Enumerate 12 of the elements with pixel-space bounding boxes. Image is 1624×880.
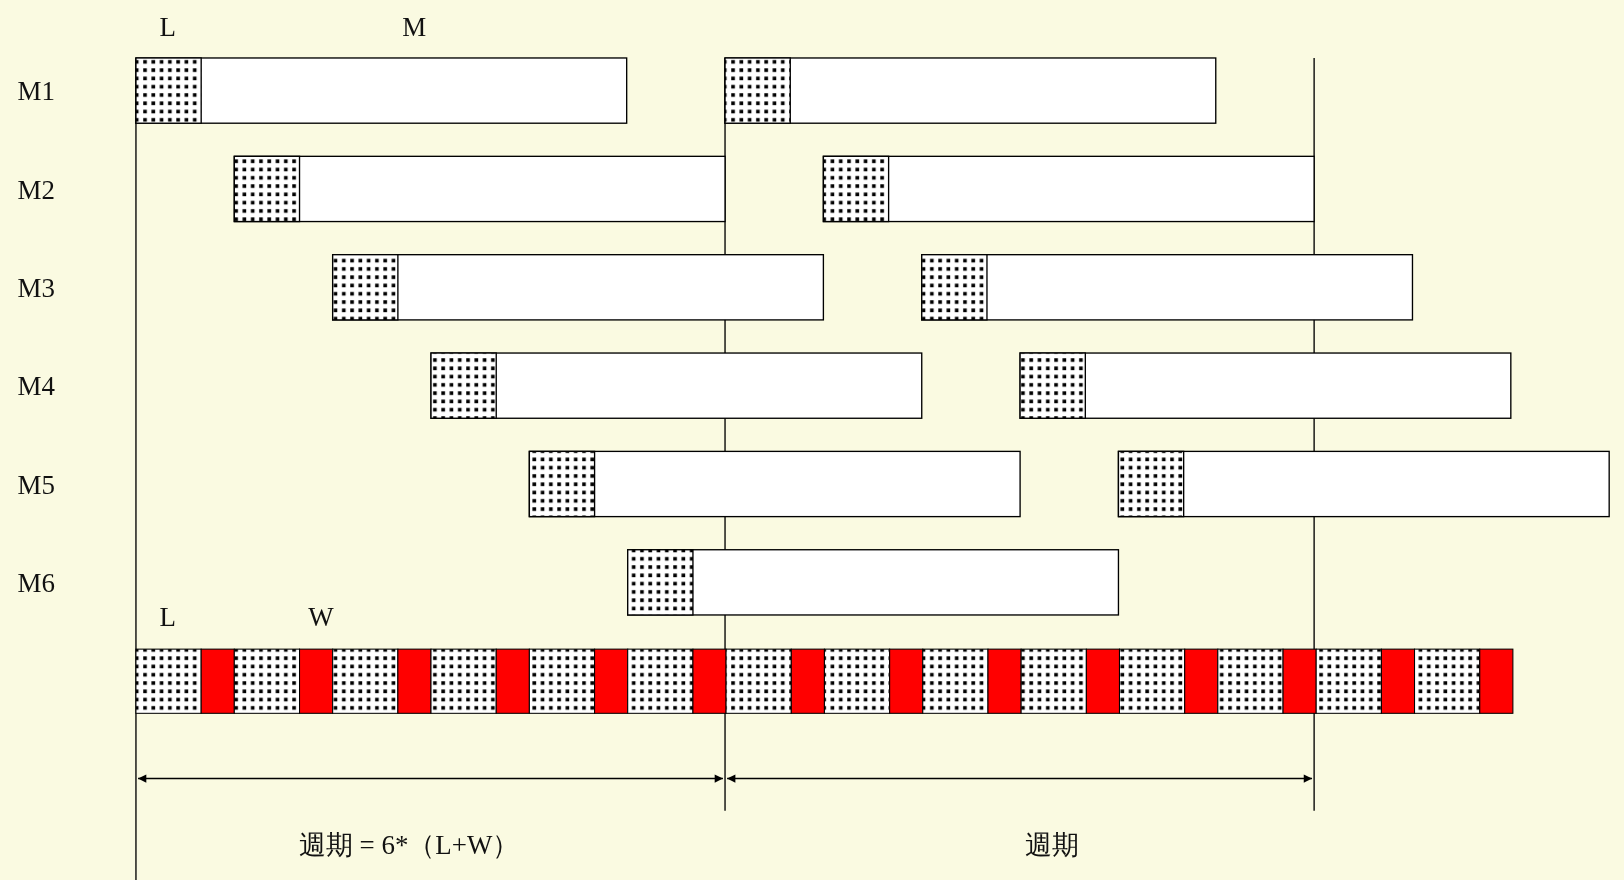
slot-label: W [308,603,334,631]
period-label: 週期 = 6*（L+W） [298,831,520,859]
period-label: 週期 [1025,831,1080,859]
row-label: M6 [17,569,55,597]
row-label: M4 [17,372,55,400]
row-label: M5 [17,471,55,499]
column-label: L [159,13,176,41]
row-label: M3 [17,274,55,302]
row-label: M1 [17,77,55,105]
slot-label: L [159,603,176,631]
column-label: M [402,13,427,41]
row-label: M2 [17,176,55,203]
